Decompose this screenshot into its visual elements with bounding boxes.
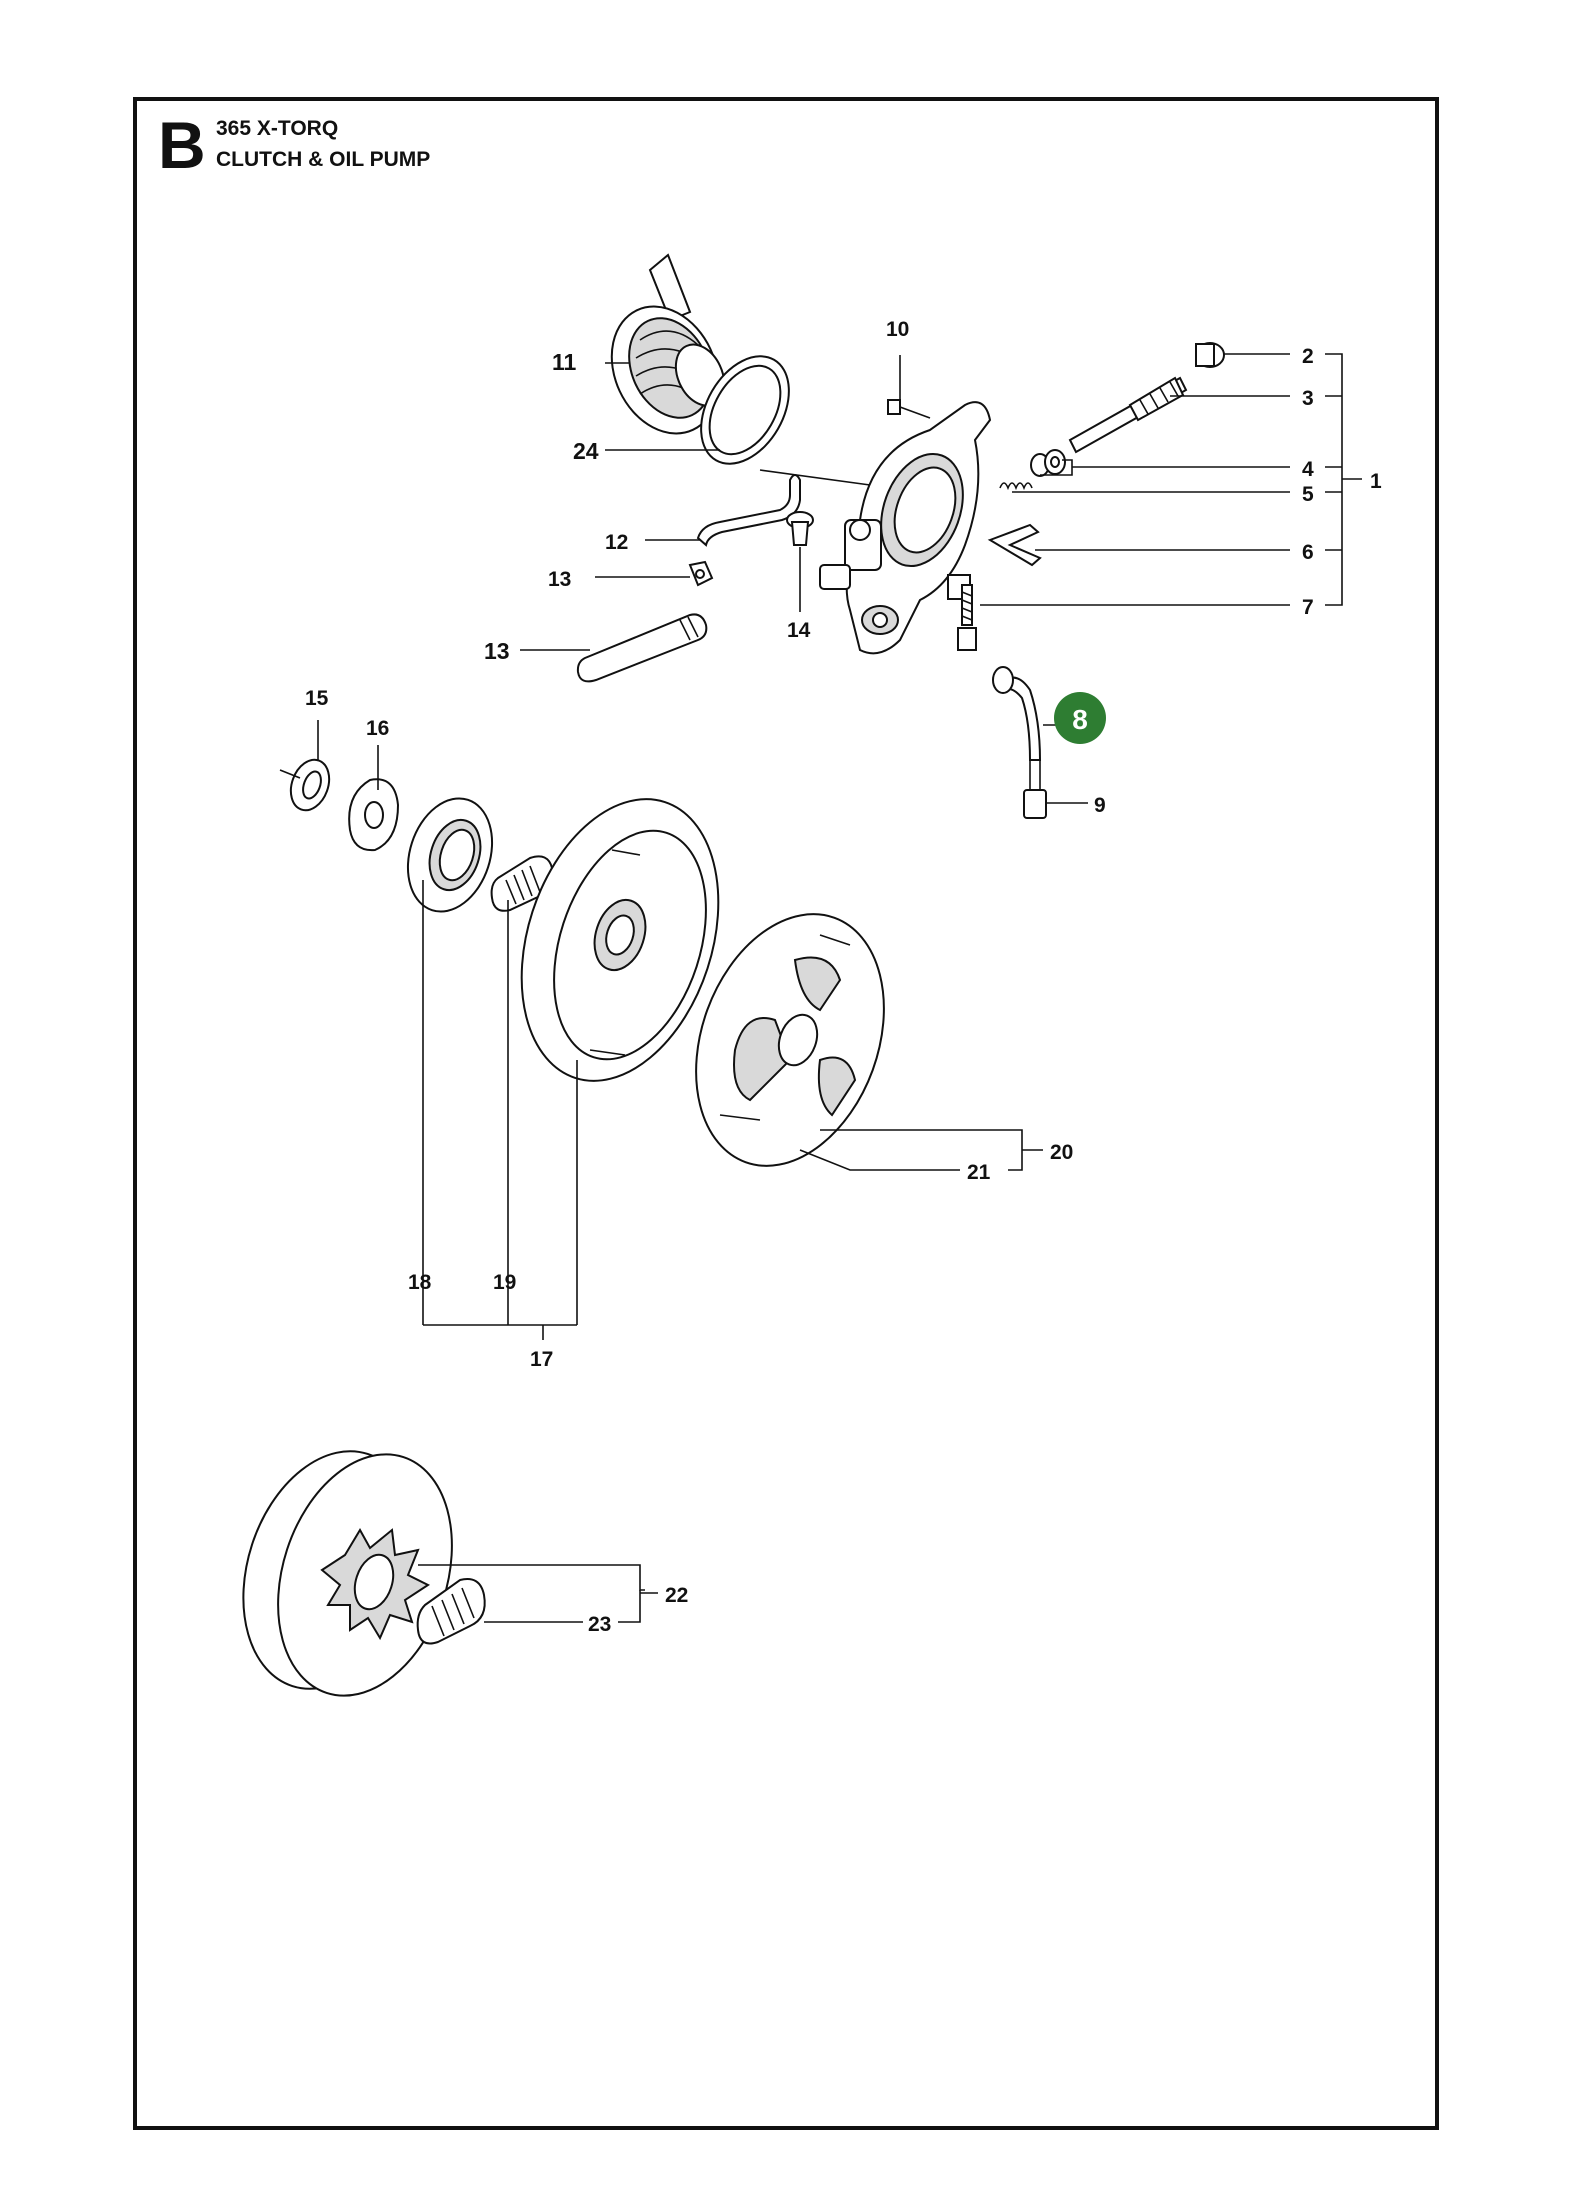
label-10: 10: [886, 318, 909, 341]
highlight-badge-8: [1054, 692, 1106, 744]
label-9: 9: [1094, 794, 1106, 817]
part-6-bracket[interactable]: [987, 523, 1042, 567]
part-9-oil-filter[interactable]: [1023, 789, 1047, 819]
label-16: 16: [366, 717, 389, 740]
leader-lines: [317, 353, 1362, 1623]
page-frame: [133, 97, 1439, 2130]
label-4: 4: [1302, 458, 1314, 481]
part-15-circlip[interactable]: [279, 754, 336, 815]
label-7: 7: [1302, 596, 1314, 619]
part-16-washer[interactable]: [348, 778, 400, 852]
part-5-spring[interactable]: [999, 482, 1033, 491]
label-6: 6: [1302, 541, 1314, 564]
part-20-clutch[interactable]: [663, 888, 917, 1193]
part-22-spur-drum[interactable]: [214, 1429, 481, 1719]
model-name: 365 X-TORQ: [216, 117, 339, 140]
part-17-clutch-drum[interactable]: [488, 774, 753, 1107]
part-13-nut[interactable]: [688, 560, 714, 587]
part-11-oil-cap[interactable]: [592, 253, 738, 451]
label-8: 8: [1072, 704, 1088, 735]
part-2-cap[interactable]: [1195, 342, 1225, 368]
oil-pump-housing[interactable]: [819, 401, 992, 655]
part-23-needle-bearing[interactable]: [416, 1578, 486, 1645]
part-12-oil-pipe[interactable]: [696, 474, 801, 547]
part-8-oil-hose[interactable]: [992, 666, 1042, 790]
label-11: 11: [552, 349, 577, 375]
label-3: 3: [1302, 387, 1314, 410]
label-18: 18: [408, 1271, 432, 1294]
diagram-title: CLUTCH & OIL PUMP: [216, 148, 431, 171]
label-24: 24: [573, 438, 599, 464]
part-3-piston[interactable]: [1068, 376, 1188, 454]
part-18-rim-sprocket[interactable]: [394, 787, 506, 922]
label-23: 23: [588, 1613, 611, 1636]
part-13-pin[interactable]: [576, 613, 708, 683]
label-19: 19: [493, 1271, 516, 1294]
label-5: 5: [1302, 483, 1314, 506]
label-17: 17: [530, 1348, 553, 1371]
label-12: 12: [605, 531, 628, 554]
part-24-gasket[interactable]: [683, 341, 807, 479]
label-1: 1: [1370, 470, 1382, 493]
section-letter: B: [158, 108, 206, 182]
part-4-washers[interactable]: [1030, 449, 1066, 477]
label-20: 20: [1050, 1141, 1073, 1164]
label-13a: 13: [548, 568, 571, 591]
label-21: 21: [967, 1161, 991, 1184]
part-14-plug[interactable]: [786, 511, 814, 546]
label-13b: 13: [484, 638, 510, 664]
label-15: 15: [305, 687, 329, 710]
part-labels: 2 3 4 5 6 7 1 10 11 24 12 13 13 14 8 9 1…: [305, 318, 1382, 1636]
part-10-screw[interactable]: [887, 399, 931, 419]
label-14: 14: [787, 619, 811, 642]
part-7-adjuster-screw[interactable]: [957, 584, 977, 651]
label-2: 2: [1302, 345, 1314, 368]
label-22: 22: [665, 1584, 688, 1607]
